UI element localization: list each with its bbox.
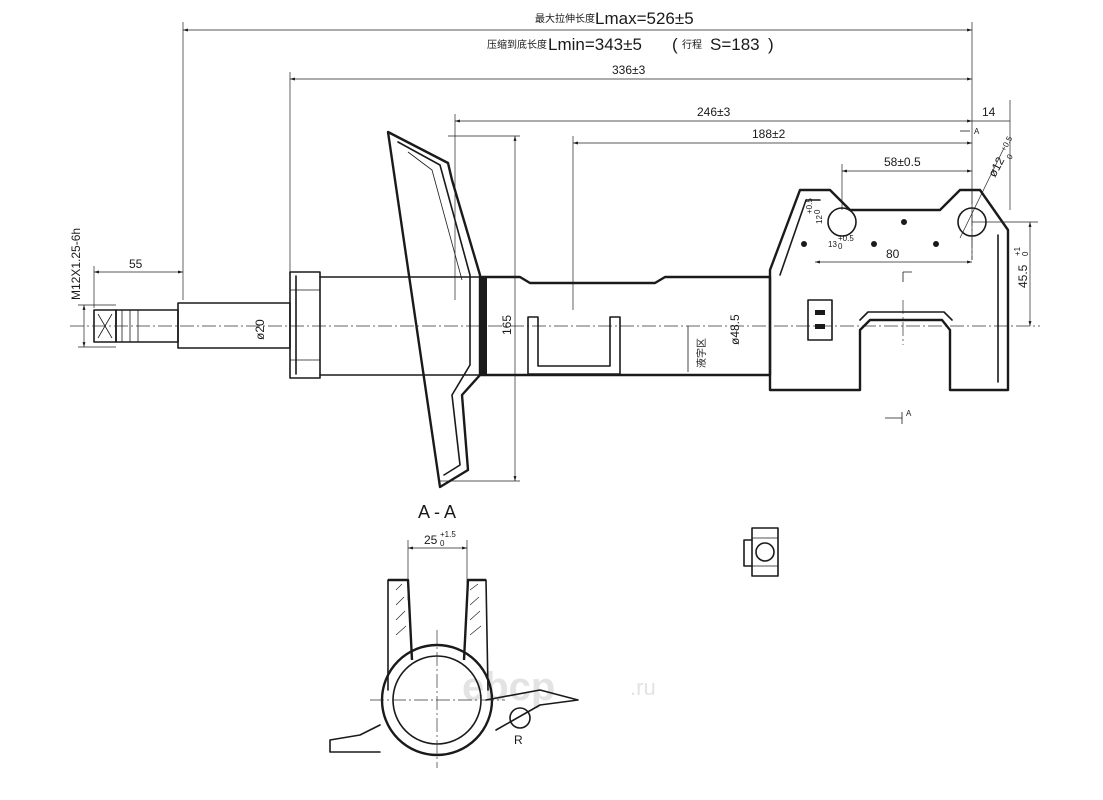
svg-text:A: A xyxy=(974,127,980,136)
svg-text:0: 0 xyxy=(440,539,445,548)
section-marker-top: A xyxy=(960,127,980,136)
dimension-246: 246±3 xyxy=(455,105,972,123)
dimension-55: 55 xyxy=(93,257,183,308)
svg-text:25: 25 xyxy=(424,533,438,547)
svg-text:R: R xyxy=(514,733,523,747)
svg-text:55: 55 xyxy=(129,257,143,271)
svg-text:液字区: 液字区 xyxy=(695,338,708,368)
knuckle-bracket xyxy=(768,188,1010,392)
dimension-336: 336±3 xyxy=(290,63,972,81)
svg-text:0: 0 xyxy=(1021,251,1030,256)
svg-text:Lmin=343±5: Lmin=343±5 xyxy=(548,35,642,54)
svg-text:M12X1.25-6h: M12X1.25-6h xyxy=(69,228,83,300)
dimension-165: 165 xyxy=(440,135,520,482)
svg-text:336±3: 336±3 xyxy=(612,63,646,77)
svg-text:58±0.5: 58±0.5 xyxy=(884,155,921,169)
dimension-lmax: 最大拉伸长度 Lmax=526±5 xyxy=(183,9,972,32)
hole-diameter-label: ø12 +0.5 0 xyxy=(959,134,1015,239)
svg-text:最大拉伸长度: 最大拉伸长度 xyxy=(535,12,595,25)
dimension-thread: M12X1.25-6h xyxy=(69,228,116,348)
svg-text:45.5: 45.5 xyxy=(1016,264,1030,288)
hose-bracket xyxy=(527,316,621,375)
watermark: ebcp .ru xyxy=(462,665,656,709)
svg-text:+0.5: +0.5 xyxy=(999,134,1015,153)
svg-text:165: 165 xyxy=(500,315,514,335)
dimension-lmin: 压缩到底长度 Lmin=343±5 ( 行程 S=183 ) xyxy=(487,35,774,54)
svg-text:.ru: .ru xyxy=(630,675,656,700)
svg-text:+1: +1 xyxy=(1013,246,1022,256)
svg-text:S=183: S=183 xyxy=(710,35,760,54)
nut-detail xyxy=(743,527,779,577)
svg-text:ø48.5: ø48.5 xyxy=(728,314,742,345)
section-marker-bottom: A xyxy=(885,409,912,424)
svg-text:ø12: ø12 xyxy=(985,154,1007,179)
svg-text:14: 14 xyxy=(982,105,996,119)
svg-text:13: 13 xyxy=(828,240,837,249)
svg-text:A - A: A - A xyxy=(418,502,456,522)
dimension-12-13: 12 +0.5 0 13 +0.5 0 xyxy=(805,198,854,251)
svg-text:188±2: 188±2 xyxy=(752,127,786,141)
svg-text:A: A xyxy=(906,409,912,418)
svg-text:12: 12 xyxy=(815,215,824,224)
top-cup xyxy=(289,271,321,379)
svg-text:ø20: ø20 xyxy=(253,319,267,340)
dimension-188: 188±2 xyxy=(573,127,972,145)
svg-text:Lmax=526±5: Lmax=526±5 xyxy=(595,9,694,28)
svg-text:+1.5: +1.5 xyxy=(440,530,456,539)
svg-text:行程: 行程 xyxy=(682,38,702,51)
svg-text:压缩到底长度: 压缩到底长度 xyxy=(487,38,547,51)
svg-text:246±3: 246±3 xyxy=(697,105,731,119)
upper-tube xyxy=(319,276,481,376)
svg-text:ebcp: ebcp xyxy=(462,665,555,709)
svg-text:0: 0 xyxy=(813,209,822,214)
svg-text:): ) xyxy=(768,35,774,54)
svg-text:80: 80 xyxy=(886,247,900,261)
section-a-a: A - A 25 +1.5 0 R xyxy=(329,502,579,768)
svg-text:0: 0 xyxy=(838,242,843,251)
dimension-45: 45.5 +1 0 xyxy=(972,221,1038,326)
svg-text:+0.5: +0.5 xyxy=(838,234,854,243)
piston-rod: ø20 xyxy=(177,302,291,349)
svg-text:(: ( xyxy=(672,35,678,54)
dimension-14: 14 xyxy=(972,105,1010,122)
dimension-80: 80 xyxy=(815,247,972,282)
svg-text:+0.5: +0.5 xyxy=(805,198,814,214)
dimension-58: 58±0.5 xyxy=(842,155,972,173)
spring-seat xyxy=(386,130,482,489)
